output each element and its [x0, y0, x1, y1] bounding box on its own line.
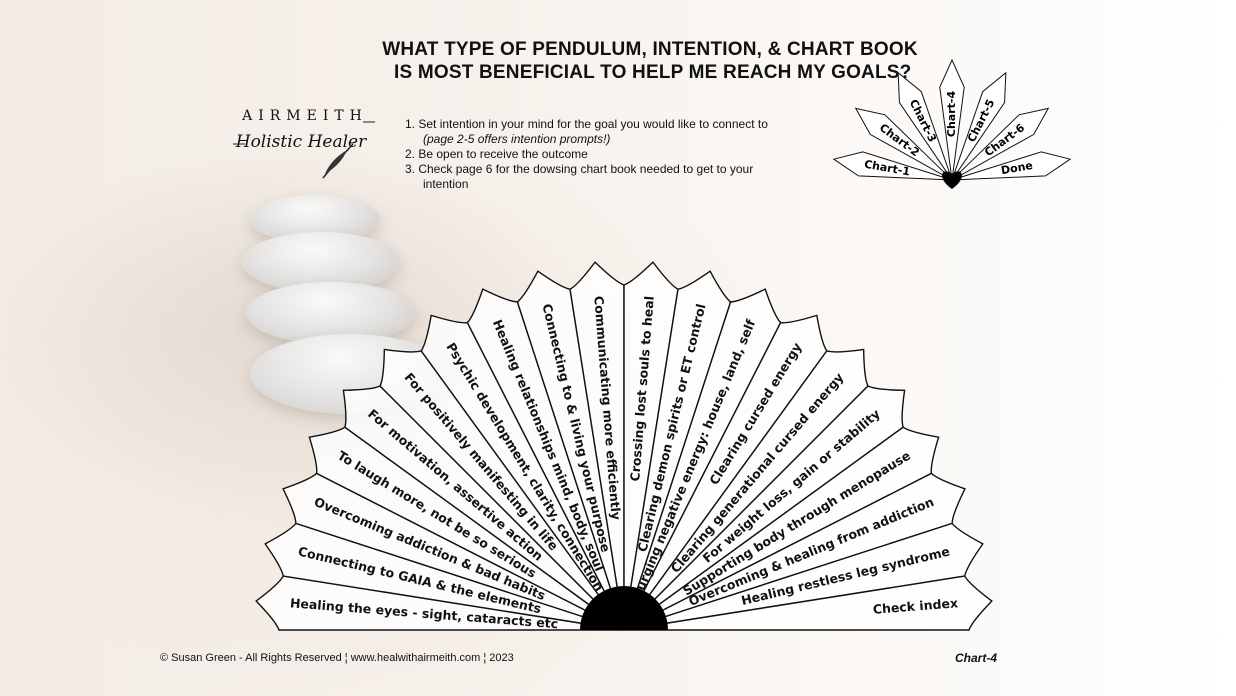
- footer-copyright: © Susan Green - All Rights Reserved ¦ ww…: [160, 652, 514, 664]
- fan-segment-18: [623, 472, 966, 631]
- instruction-step-1: 1. Set intention in your mind for the go…: [405, 117, 768, 131]
- fan-segment-14: [623, 314, 828, 631]
- fan-segment-4: [308, 426, 625, 631]
- instruction-step-1-note: (page 2-5 offers intention prompts!): [423, 132, 611, 146]
- fan-segment-20: [623, 575, 993, 631]
- logo: AIRMEITH Holistic Healer: [225, 108, 385, 188]
- fan-segment-3: [282, 472, 625, 631]
- instructions: 1. Set intention in your mind for the go…: [405, 117, 835, 192]
- fan-segment-17: [623, 426, 940, 631]
- fan-segment-7: [420, 314, 625, 631]
- fan-hub: [580, 586, 668, 630]
- fan-segment-6: [379, 348, 625, 631]
- instruction-step-3: 3. Check page 6 for the dowsing chart bo…: [405, 162, 754, 176]
- instruction-step-2: 2. Be open to receive the outcome: [405, 147, 588, 161]
- fan-segment-5: [342, 385, 625, 631]
- fan-segment-10: [569, 261, 625, 631]
- fan-segment-1: [255, 575, 625, 631]
- page-title: WHAT TYPE OF PENDULUM, INTENTION, & CHAR…: [330, 38, 970, 84]
- fan-segment-16: [623, 385, 906, 631]
- fan-segments: [255, 261, 993, 631]
- logo-brand: AIRMEITH: [242, 108, 368, 124]
- fan-label-check-index: Check index: [872, 595, 958, 617]
- fan-segment-2: [264, 522, 625, 631]
- fan-segment-8: [466, 288, 625, 631]
- fan-segment-9: [516, 270, 625, 631]
- title-line-2: IS MOST BENEFICIAL TO HELP ME REACH MY G…: [388, 62, 912, 83]
- stone-3: [246, 282, 416, 344]
- feather-icon: [233, 121, 375, 179]
- fan-segment-13: [623, 288, 782, 631]
- fan-segment-12: [623, 270, 732, 631]
- fan-segment-19: [623, 522, 984, 631]
- footer-chart-label: Chart-4: [955, 651, 998, 665]
- title-line-1: WHAT TYPE OF PENDULUM, INTENTION, & CHAR…: [382, 39, 918, 60]
- fan-segment-11: [623, 261, 679, 631]
- fan-segment-15: [623, 348, 869, 631]
- instruction-step-3-cont: intention: [423, 177, 469, 191]
- logo-subtitle: Holistic Healer: [235, 132, 367, 152]
